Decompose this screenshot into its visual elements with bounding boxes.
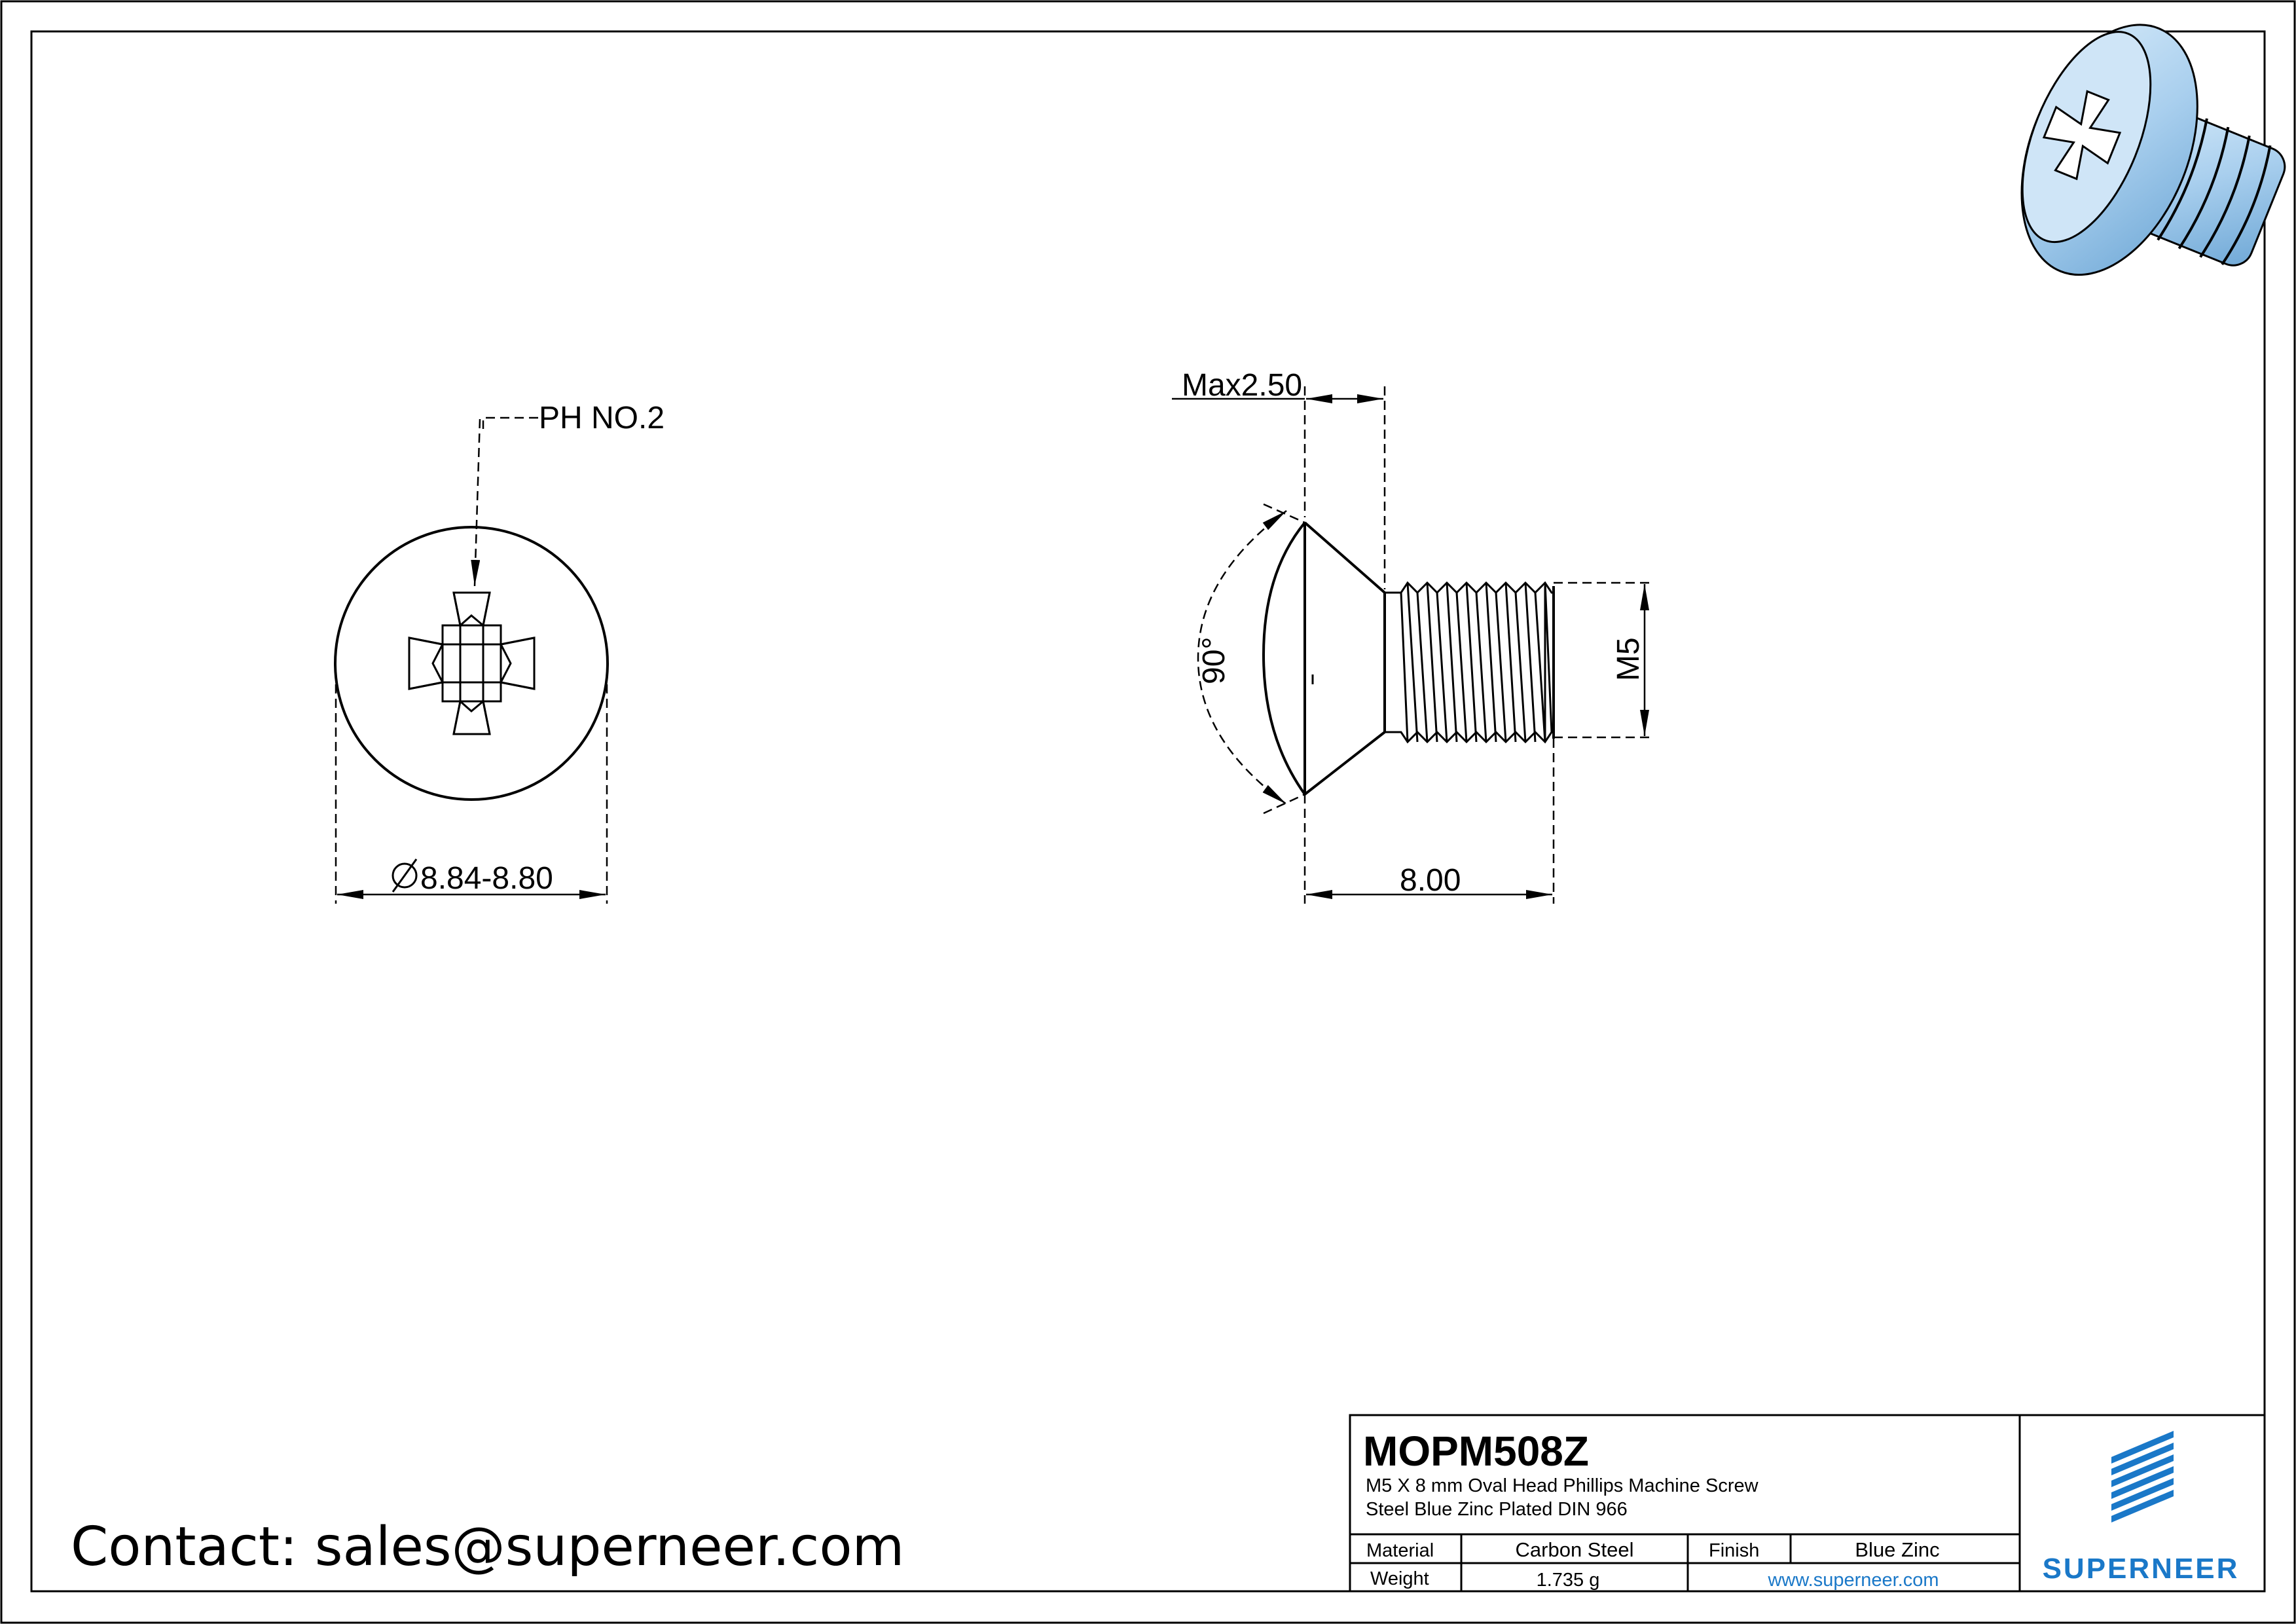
finish-value: Blue Zinc [1855,1538,1939,1561]
diameter-label: 8.84-8.80 [420,861,553,896]
angle-dimension-arc [1197,509,1287,805]
screw-head-circle [334,526,609,801]
render-phillips-icon [2042,90,2122,181]
head-height-label: Max2.50 [1182,368,1302,403]
description-line-2: Steel Blue Zinc Plated DIN 966 [1366,1499,1628,1520]
material-label: Material [1366,1540,1434,1561]
material-value: Carbon Steel [1516,1538,1634,1561]
angle-label: 90° [1197,637,1231,684]
length-label: 8.00 [1400,863,1461,898]
thread-profile [1385,581,1555,744]
title-block: MOPM508Z M5 X 8 mm Oval Head Phillips Ma… [1349,1414,2266,1593]
screw-3d-render [2020,24,2286,276]
diameter-symbol-icon [392,858,418,893]
angle-extension-bottom [1263,793,1305,815]
superneer-logo-icon [2111,1431,2174,1522]
thread-label: M5 [1611,637,1646,681]
weight-label: Weight [1370,1568,1429,1589]
front-view: PH NO.2 8.84-8.80 [334,401,665,904]
part-number: MOPM508Z [1363,1428,1589,1475]
finish-label: Finish [1709,1540,1759,1561]
side-view: Max2.50 90° M5 8.00 [1172,368,1653,904]
head-countersink-top [1303,521,1386,594]
drive-leader-arrow [471,418,481,587]
drawing-frame [30,30,2266,1593]
drive-label: PH NO.2 [539,401,665,435]
phillips-recess-icon [408,591,536,735]
head-countersink-bottom [1303,731,1386,796]
brand-name: SUPERNEER [2043,1553,2240,1585]
weight-value: 1.735 g [1537,1570,1600,1591]
drive-leader-line [482,416,538,429]
oval-head-dome [1262,521,1306,796]
description-line-1: M5 X 8 mm Oval Head Phillips Machine Scr… [1366,1475,1759,1496]
contact-text: Contact: sales@superneer.com [71,1516,904,1578]
website-link[interactable]: www.superneer.com [1767,1570,1939,1591]
